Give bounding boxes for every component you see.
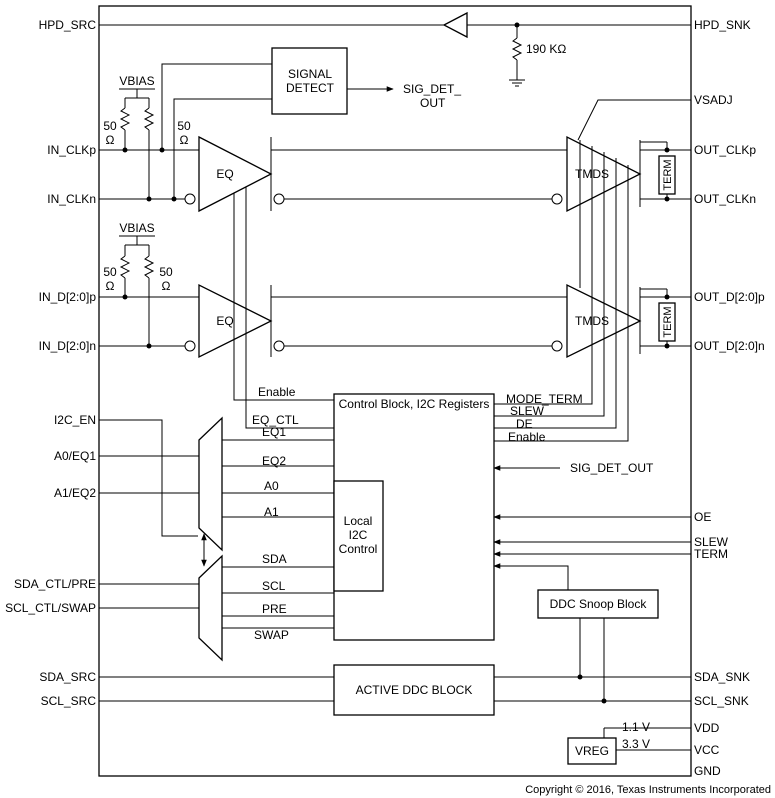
- term-data-label: TERM: [662, 306, 674, 337]
- pin-a1-eq2: A1/EQ2: [54, 486, 96, 500]
- active-ddc-label: ACTIVE DDC BLOCK: [356, 683, 473, 697]
- pin-in-dp: IN_D[2:0]p: [39, 290, 97, 304]
- pin-slew: SLEW: [694, 535, 729, 549]
- resistor-clkp: [119, 107, 131, 131]
- r-dp-value: 50: [103, 265, 117, 279]
- pin-scl-ctl: SCL_CTL/SWAP: [5, 601, 96, 615]
- ddc-snoop-block: [537, 589, 659, 619]
- hpd-path: [99, 11, 691, 87]
- r190k-label: 190 KΩ: [526, 42, 566, 56]
- pin-oe: OE: [694, 510, 711, 524]
- enable-tmds-label: Enable: [508, 430, 546, 444]
- vcc-voltage-label: 3.3 V: [622, 737, 650, 751]
- eq-clk-label: EQ: [216, 167, 233, 181]
- active-ddc-block: [333, 664, 495, 716]
- mux-ddc: [198, 554, 223, 662]
- r-dn-value: 50: [159, 265, 173, 279]
- pin-hpd-snk: HPD_SNK: [694, 18, 751, 32]
- tmds-clk-label: TMDS: [575, 167, 609, 181]
- pin-gnd: GND: [694, 764, 721, 778]
- r-dn-unit: Ω: [162, 279, 171, 293]
- vbias-clk-network: [119, 88, 155, 202]
- pin-sda-src: SDA_SRC: [39, 670, 96, 684]
- pre-label: PRE: [262, 602, 287, 616]
- eq2-label: EQ2: [262, 454, 286, 468]
- signal-detect-label-2: DETECT: [286, 81, 335, 95]
- resistor-dn: [143, 255, 155, 279]
- vbias-clk-label: VBIAS: [119, 74, 154, 88]
- slew-ctl-label: SLEW: [510, 404, 545, 418]
- control-block-label: Control Block, I2C Registers: [339, 397, 490, 411]
- mux-eq: [198, 416, 223, 552]
- pin-scl-src: SCL_SRC: [41, 694, 97, 708]
- pin-out-clkn: OUT_CLKn: [694, 192, 756, 206]
- pin-vcc: VCC: [694, 743, 720, 757]
- vdd-voltage-label: 1.1 V: [622, 720, 650, 734]
- sig-det-out-label-2: OUT: [420, 96, 446, 110]
- pin-out-clkp: OUT_CLKp: [694, 143, 756, 157]
- resistor-clkn: [143, 107, 155, 131]
- a1-label: A1: [264, 505, 279, 519]
- r-clkn-unit: Ω: [180, 133, 189, 147]
- resistor-190k: [511, 37, 523, 61]
- eq-ctl-label: EQ_CTL: [252, 413, 299, 427]
- pin-sda-snk: SDA_SNK: [694, 670, 750, 684]
- eq-data-buffer: [198, 283, 273, 359]
- vbias-data-label: VBIAS: [119, 221, 154, 235]
- signal-detect-label-1: SIGNAL: [288, 67, 332, 81]
- eq1-label: EQ1: [262, 425, 286, 439]
- sda-label: SDA: [262, 552, 287, 566]
- eq-data-label: EQ: [216, 314, 233, 328]
- term-clk-label: TERM: [662, 159, 674, 190]
- r-dp-unit: Ω: [106, 279, 115, 293]
- local-i2c-control: [333, 480, 384, 592]
- tmds-data-label: TMDS: [575, 314, 609, 328]
- pin-hpd-src: HPD_SRC: [39, 18, 97, 32]
- a0-label: A0: [264, 479, 279, 493]
- r-clkp-unit: Ω: [106, 133, 115, 147]
- pin-in-clkp: IN_CLKp: [47, 143, 96, 157]
- local-i2c-label-3: Control: [339, 542, 378, 556]
- enable-eq-label: Enable: [258, 385, 296, 399]
- pin-i2c-en: I2C_EN: [54, 413, 96, 427]
- copyright: Copyright © 2016, Texas Instruments Inco…: [525, 784, 771, 796]
- swap-label: SWAP: [254, 628, 289, 642]
- vreg-label: VREG: [575, 744, 609, 758]
- pin-term: TERM: [694, 547, 728, 561]
- pin-out-dp: OUT_D[2:0]p: [694, 290, 765, 304]
- pin-out-dn: OUT_D[2:0]n: [694, 339, 765, 353]
- r-clkp-value: 50: [103, 119, 117, 133]
- pin-sda-ctl: SDA_CTL/PRE: [14, 577, 96, 591]
- signal-detect-block: [271, 47, 348, 115]
- ddc-snoop-label: DDC Snoop Block: [550, 597, 648, 611]
- eq-clk-buffer: [198, 135, 273, 213]
- mode-term-label: MODE_TERM: [506, 392, 583, 406]
- vreg-block: [567, 737, 617, 765]
- scl-label: SCL: [262, 579, 286, 593]
- de-label: DE: [516, 417, 533, 431]
- local-i2c-label-1: Local: [344, 514, 373, 528]
- pin-vdd: VDD: [694, 721, 720, 735]
- sig-det-out-in-label: SIG_DET_OUT: [570, 461, 654, 475]
- pin-scl-snk: SCL_SNK: [694, 694, 749, 708]
- pin-in-clkn: IN_CLKn: [47, 192, 96, 206]
- pin-in-dn: IN_D[2:0]n: [39, 339, 96, 353]
- resistor-dp: [119, 255, 131, 279]
- sig-det-out-label-1: SIG_DET_: [403, 82, 461, 96]
- local-i2c-label-2: I2C: [349, 528, 368, 542]
- pin-vsadj: VSADJ: [694, 93, 733, 107]
- hpd-buffer: [442, 11, 468, 39]
- r-clkn-value: 50: [177, 119, 191, 133]
- vbias-data-network: [119, 235, 155, 349]
- pin-a0-eq1: A0/EQ1: [54, 449, 96, 463]
